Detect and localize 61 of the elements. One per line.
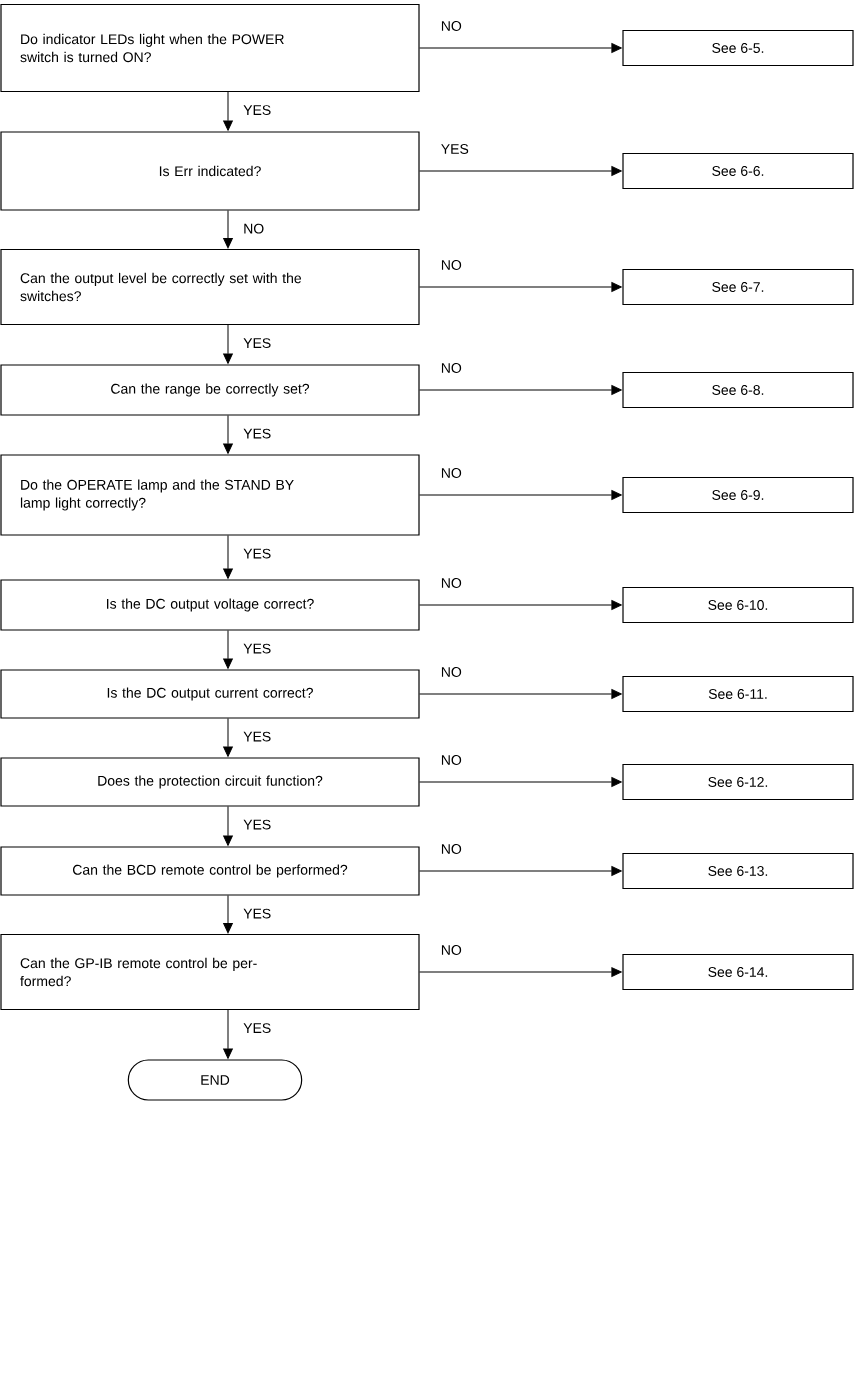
arrow: [419, 967, 622, 977]
reference-box: See 6-13.: [622, 852, 854, 890]
reference-box: See 6-10.: [622, 586, 854, 624]
arrow: [223, 91, 233, 131]
edge-label: NO: [439, 666, 463, 678]
reference-box: See 6-12.: [622, 763, 854, 801]
arrow: [419, 282, 622, 292]
edge-label: YES: [242, 907, 273, 920]
reference-box: See 6-14.: [622, 953, 854, 991]
arrow: [419, 689, 622, 699]
edge-label: NO: [242, 222, 266, 235]
reference-box: See 6-7.: [622, 268, 854, 306]
edge-label: NO: [439, 754, 463, 766]
arrow: [419, 600, 622, 610]
edge-label: NO: [439, 577, 463, 589]
decision-box: Is the DC output current correct?: [0, 669, 420, 719]
edge-label: YES: [242, 337, 273, 350]
terminal-box: END: [127, 1059, 303, 1101]
decision-box: Is the DC output voltage correct?: [0, 579, 420, 631]
edge-label: YES: [439, 143, 470, 155]
arrow: [419, 385, 622, 395]
arrow: [419, 166, 622, 176]
edge-label: NO: [439, 843, 463, 855]
edge-label: YES: [242, 1022, 273, 1035]
edge-label: YES: [242, 427, 273, 440]
arrow: [223, 1009, 233, 1059]
reference-box: See 6-5.: [622, 29, 854, 67]
arrow: [223, 630, 233, 669]
decision-box: Is Err indicated?: [0, 131, 420, 211]
decision-box: Can the BCD remote control be performed?: [0, 846, 420, 896]
arrow: [419, 777, 622, 787]
edge-label: YES: [242, 730, 273, 743]
reference-box: See 6-9.: [622, 476, 854, 514]
edge-label: NO: [439, 362, 463, 374]
arrow: [419, 43, 622, 53]
edge-label: YES: [242, 104, 273, 117]
arrow: [419, 490, 622, 500]
edge-label: YES: [242, 642, 273, 655]
edge-label: NO: [439, 467, 463, 479]
decision-box: Do the OPERATE lamp and the STAND BY lamp light correctly?: [0, 454, 420, 536]
arrow: [223, 535, 233, 579]
arrow: [419, 866, 622, 876]
decision-box: Do indicator LEDs light when the POWER switch is turned ON?: [0, 3, 420, 93]
reference-box: See 6-11.: [622, 675, 854, 713]
edge-label: NO: [439, 20, 463, 32]
edge-label: NO: [439, 259, 463, 271]
arrow: [223, 210, 233, 249]
decision-box: Can the output level be correctly set with the switches?: [0, 248, 420, 326]
arrow: [223, 324, 233, 364]
decision-box: Can the range be correctly set?: [0, 364, 420, 416]
arrow: [223, 718, 233, 757]
arrow: [223, 415, 233, 454]
decision-box: Does the protection circuit function?: [0, 757, 420, 807]
arrow: [223, 895, 233, 934]
arrow: [223, 806, 233, 846]
edge-label: YES: [242, 818, 273, 831]
edge-label: YES: [242, 547, 273, 560]
decision-box: Can the GP-IB remote control be per- formed?: [0, 933, 420, 1011]
reference-box: See 6-8.: [622, 371, 854, 409]
reference-box: See 6-6.: [622, 152, 854, 190]
edge-label: NO: [439, 944, 463, 956]
